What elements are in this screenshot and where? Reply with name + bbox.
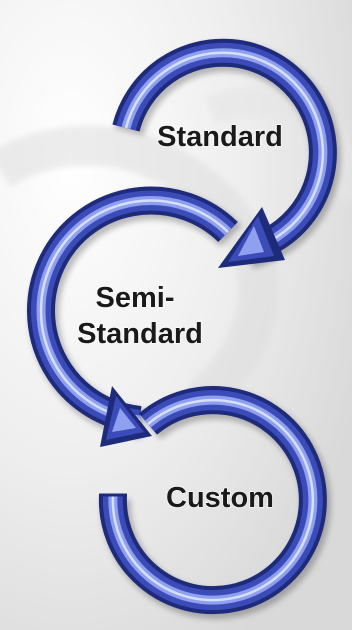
label-semi-standard-line2: Standard [77, 318, 203, 350]
semi-standard-loop-arrow [27, 186, 242, 447]
label-semi-standard-line1: Semi- [96, 282, 175, 314]
label-standard: Standard [157, 121, 283, 153]
standard-loop-arrow [112, 38, 341, 269]
label-custom: Custom [166, 482, 274, 514]
custom-loop-arrow [98, 386, 331, 620]
